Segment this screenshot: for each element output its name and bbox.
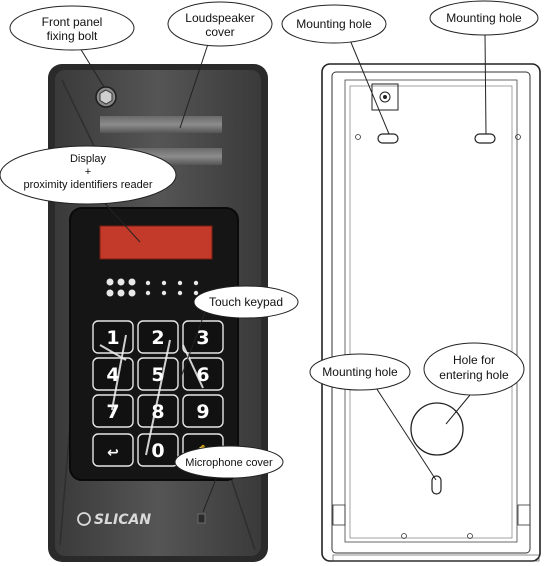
keypad-key[interactable]: 1 bbox=[92, 320, 134, 354]
callout-hole-for-entering: Hole for entering hole bbox=[423, 342, 525, 396]
callout-text: Mounting hole bbox=[296, 17, 372, 31]
fixing-bolt-icon bbox=[95, 86, 117, 108]
keypad-key[interactable]: 4 bbox=[92, 357, 134, 391]
callout-front-panel-bolt: Front panel fixing bolt bbox=[9, 5, 135, 51]
keypad-key-frame bbox=[92, 433, 134, 467]
keypad-key-frame bbox=[92, 394, 134, 428]
brand-text: SLICAN bbox=[94, 512, 151, 528]
callout-microphone-cover: Microphone cover bbox=[174, 445, 284, 479]
keypad-key-label: ↩ bbox=[107, 445, 119, 461]
callout-pointers bbox=[79, 33, 487, 513]
callout-text: Display bbox=[70, 153, 107, 165]
indicator-leds bbox=[106, 278, 199, 297]
keypad-key[interactable]: 6 bbox=[182, 357, 224, 391]
microphone-hole bbox=[197, 513, 206, 524]
keypad-key-label: 1 bbox=[106, 327, 119, 349]
callout-loudspeaker-cover: Loudspeaker cover bbox=[167, 1, 273, 47]
keypad-key-label: 3 bbox=[196, 327, 209, 349]
keypad-key-label: 2 bbox=[151, 327, 164, 349]
keypad-key-frame bbox=[182, 394, 224, 428]
callout-text: Mounting hole bbox=[322, 365, 398, 379]
mounting-hole-bottom bbox=[431, 475, 442, 495]
callout-mounting-hole-top-left: Mounting hole bbox=[281, 4, 387, 44]
mounting-hole-left bbox=[377, 133, 399, 144]
keypad-key-frame bbox=[137, 357, 179, 391]
keypad-key-label: 0 bbox=[151, 440, 164, 462]
callout-display-reader: Display + proximity identifiers reader bbox=[0, 145, 177, 205]
display-window bbox=[99, 225, 213, 260]
keypad-key-label: 6 bbox=[196, 364, 209, 386]
keypad-key[interactable]: 9 bbox=[182, 394, 224, 428]
cable-entry-hole bbox=[410, 402, 464, 456]
keypad-key[interactable]: ↩ bbox=[92, 433, 134, 467]
callout-text: Front panel bbox=[42, 15, 103, 29]
callout-text: entering hole bbox=[439, 368, 509, 382]
keypad-key[interactable]: 7 bbox=[92, 394, 134, 428]
mounting-box bbox=[321, 63, 541, 562]
keypad-key-label: 7 bbox=[106, 401, 119, 423]
callout-text: cover bbox=[205, 25, 234, 39]
keypad-key[interactable]: 0 bbox=[137, 433, 179, 467]
callout-text: Touch keypad bbox=[209, 295, 283, 309]
slican-logo: SLICAN bbox=[77, 512, 151, 528]
callout-text: fixing bolt bbox=[47, 29, 98, 43]
callout-text: Hole for bbox=[453, 353, 495, 367]
keypad-key-label: 9 bbox=[196, 401, 209, 423]
callout-text: Loudspeaker bbox=[185, 11, 254, 25]
callout-text: Mounting hole bbox=[446, 11, 522, 25]
box-outer bbox=[321, 63, 541, 562]
mounting-hole-right bbox=[474, 133, 496, 144]
keypad-key[interactable]: 2 bbox=[137, 320, 179, 354]
callout-mounting-hole-top-right: Mounting hole bbox=[429, 0, 539, 36]
callout-mounting-hole-bottom: Mounting hole bbox=[309, 353, 411, 391]
callout-touch-keypad: Touch keypad bbox=[193, 285, 299, 319]
keypad-key-label: 4 bbox=[106, 364, 119, 386]
keypad-key-frame bbox=[92, 357, 134, 391]
callout-text: Microphone cover bbox=[185, 457, 273, 469]
callout-text: proximity identifiers reader bbox=[24, 179, 153, 191]
keypad-key[interactable]: 5 bbox=[137, 357, 179, 391]
callout-text: + bbox=[85, 166, 91, 178]
keypad-key[interactable]: 3 bbox=[182, 320, 224, 354]
